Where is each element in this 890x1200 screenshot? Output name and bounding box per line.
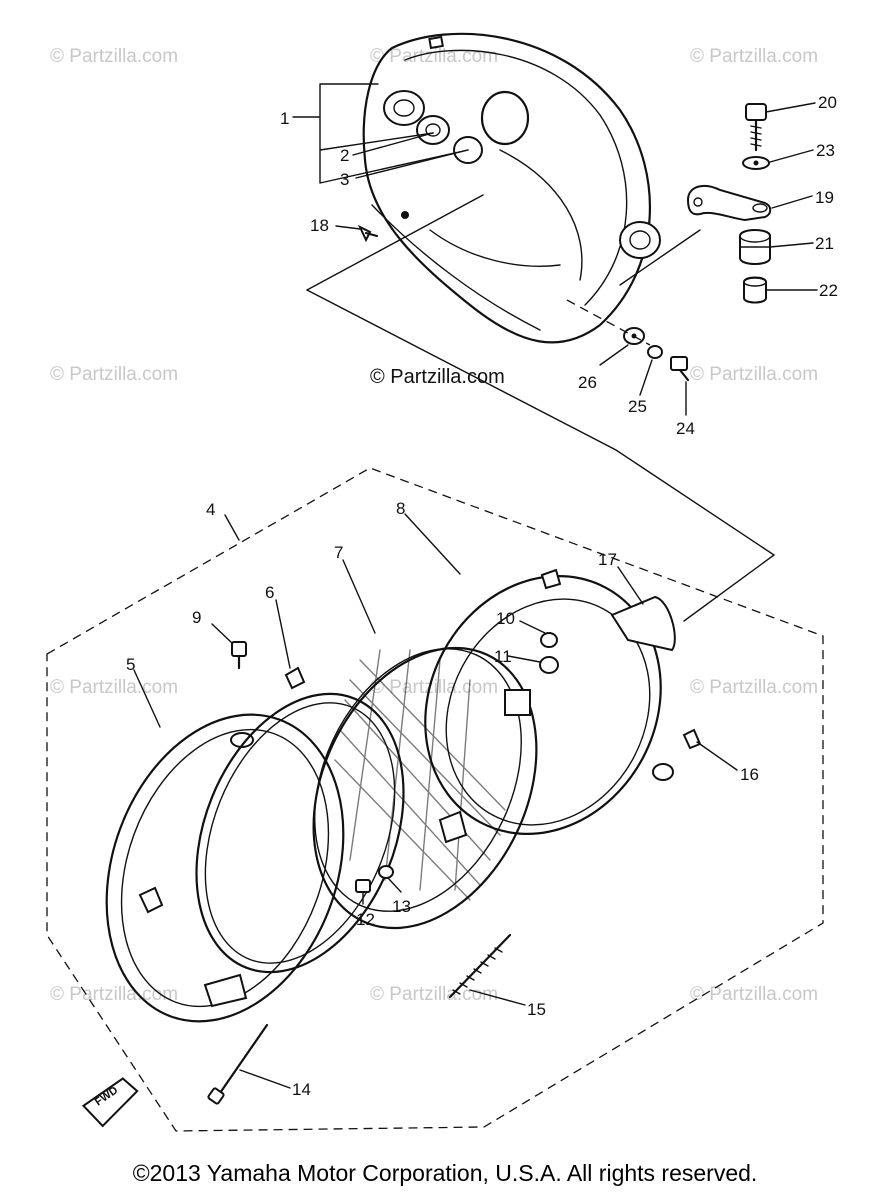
copyright-notice: ©2013 Yamaha Motor Corporation, U.S.A. A…: [132, 1160, 758, 1186]
callout-9: 9: [192, 608, 201, 627]
watermark: © Partzilla.com: [50, 677, 178, 698]
callout-22: 22: [819, 281, 838, 300]
callout-24: 24: [676, 419, 695, 438]
callout-10: 10: [496, 609, 515, 628]
callout-23: 23: [816, 141, 835, 160]
watermark: © Partzilla.com: [690, 46, 818, 67]
callout-26: 26: [578, 373, 597, 392]
watermark: © Partzilla.com: [50, 364, 178, 385]
callout-7: 7: [334, 543, 343, 562]
callout-17: 17: [598, 550, 617, 569]
callout-21: 21: [815, 234, 834, 253]
headlight-shell: [362, 32, 661, 344]
fwd-arrow: FWD: [81, 1077, 139, 1128]
mount-hardware: [357, 103, 772, 382]
watermark: © Partzilla.com: [370, 46, 498, 67]
sealed-beam-unit: [312, 646, 538, 930]
part-17: [610, 595, 676, 652]
callout-3: 3: [340, 170, 349, 189]
callout-20: 20: [818, 93, 837, 112]
watermark: © Partzilla.com: [690, 984, 818, 1005]
watermark: © Partzilla.com: [50, 46, 178, 67]
watermark: © Partzilla.com: [690, 364, 818, 385]
callout-11: 11: [494, 647, 512, 666]
watermark: © Partzilla.com: [370, 984, 498, 1005]
callout-25: 25: [628, 397, 647, 416]
leader-lines: [133, 83, 818, 1089]
callout-numbers: 1 2 3 4 5 6 7 8 9 10 11 12 13 14 15 16 1…: [126, 93, 838, 1099]
headlight-case: [424, 568, 674, 835]
callout-1: 1: [280, 109, 289, 128]
callout-8: 8: [396, 499, 405, 518]
assembly-lines-upper: [306, 194, 776, 622]
long-screws: [207, 933, 512, 1105]
watermark: © Partzilla.com: [50, 984, 178, 1005]
callout-6: 6: [265, 583, 274, 602]
callout-2: 2: [340, 146, 349, 165]
callout-18: 18: [310, 216, 329, 235]
callout-14: 14: [292, 1080, 311, 1099]
callout-4: 4: [206, 500, 215, 519]
watermark: © Partzilla.com: [690, 677, 818, 698]
callout-19: 19: [815, 188, 834, 207]
callout-15: 15: [527, 1000, 546, 1019]
callout-13: 13: [392, 897, 411, 916]
retaining-ring: [195, 666, 405, 974]
assembly-outline: [46, 467, 824, 1132]
center-watermark: © Partzilla.com: [370, 366, 505, 388]
watermark: © Partzilla.com: [370, 677, 498, 698]
callout-5: 5: [126, 655, 135, 674]
headlight-rim: [105, 713, 345, 1023]
callout-16: 16: [740, 765, 759, 784]
callout-12: 12: [356, 910, 375, 929]
